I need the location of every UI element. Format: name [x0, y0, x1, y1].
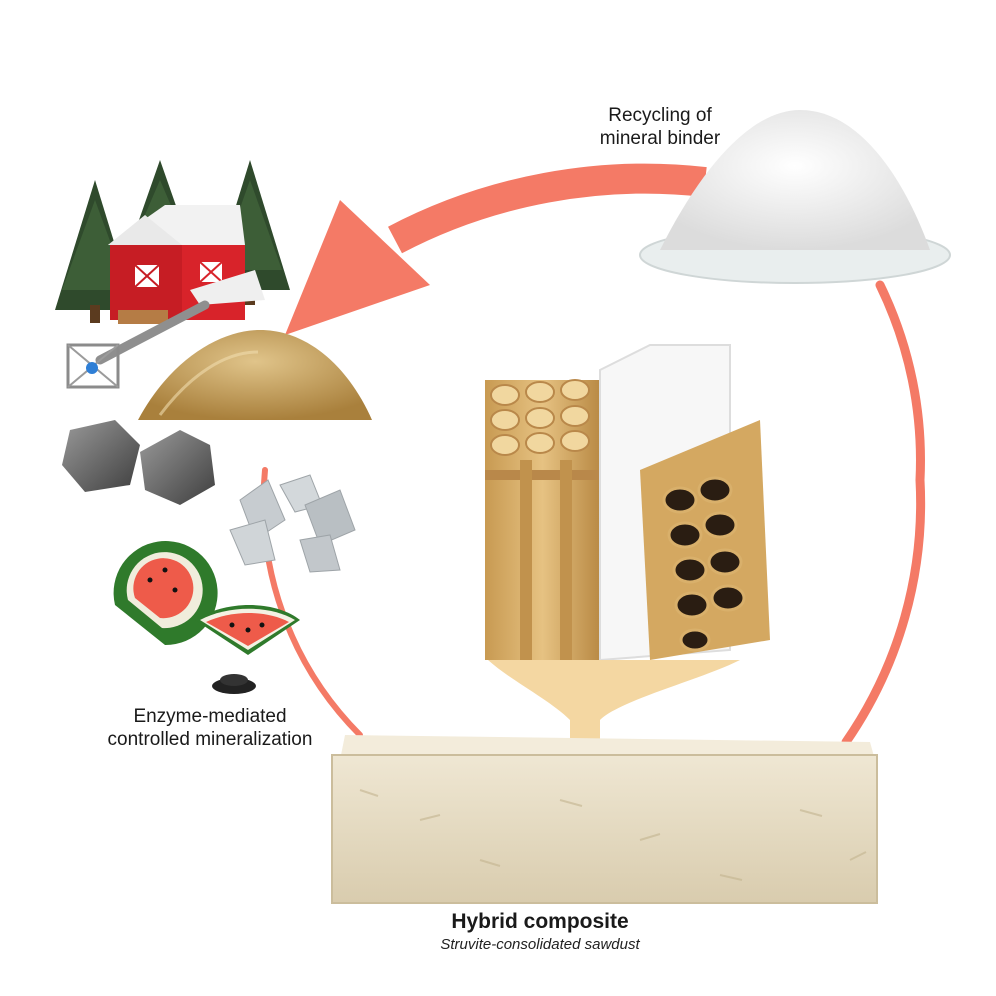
- recycling-label-line1: Recycling of: [608, 105, 712, 126]
- sawdust-pile-icon: [138, 330, 372, 420]
- enzyme-label: Enzyme-mediated controlled mineralizatio…: [60, 705, 360, 751]
- composite-brick-icon: [331, 735, 878, 904]
- seeds-icon: [212, 674, 256, 694]
- cycle-arrowhead-icon: [285, 200, 430, 335]
- powder-pile-icon: [639, 110, 951, 284]
- enzyme-label-line2: controlled mineralization: [107, 729, 313, 750]
- mixer-icon: [66, 300, 210, 389]
- composite-title: Hybrid composite: [451, 910, 629, 933]
- enzyme-label-line1: Enzyme-mediated: [133, 706, 287, 727]
- wood-cells-icon: [485, 344, 770, 760]
- stone-icon: [62, 420, 215, 505]
- recycling-label: Recycling of mineral binder: [560, 104, 760, 150]
- composite-subtitle: Struvite-consolidated sawdust: [440, 936, 640, 953]
- barn-icon: [108, 205, 265, 324]
- cycle-arrow: [260, 163, 926, 747]
- watermelon-icon: [113, 541, 300, 655]
- recycling-label-line2: mineral binder: [599, 128, 721, 149]
- crystal-icon: [229, 474, 356, 573]
